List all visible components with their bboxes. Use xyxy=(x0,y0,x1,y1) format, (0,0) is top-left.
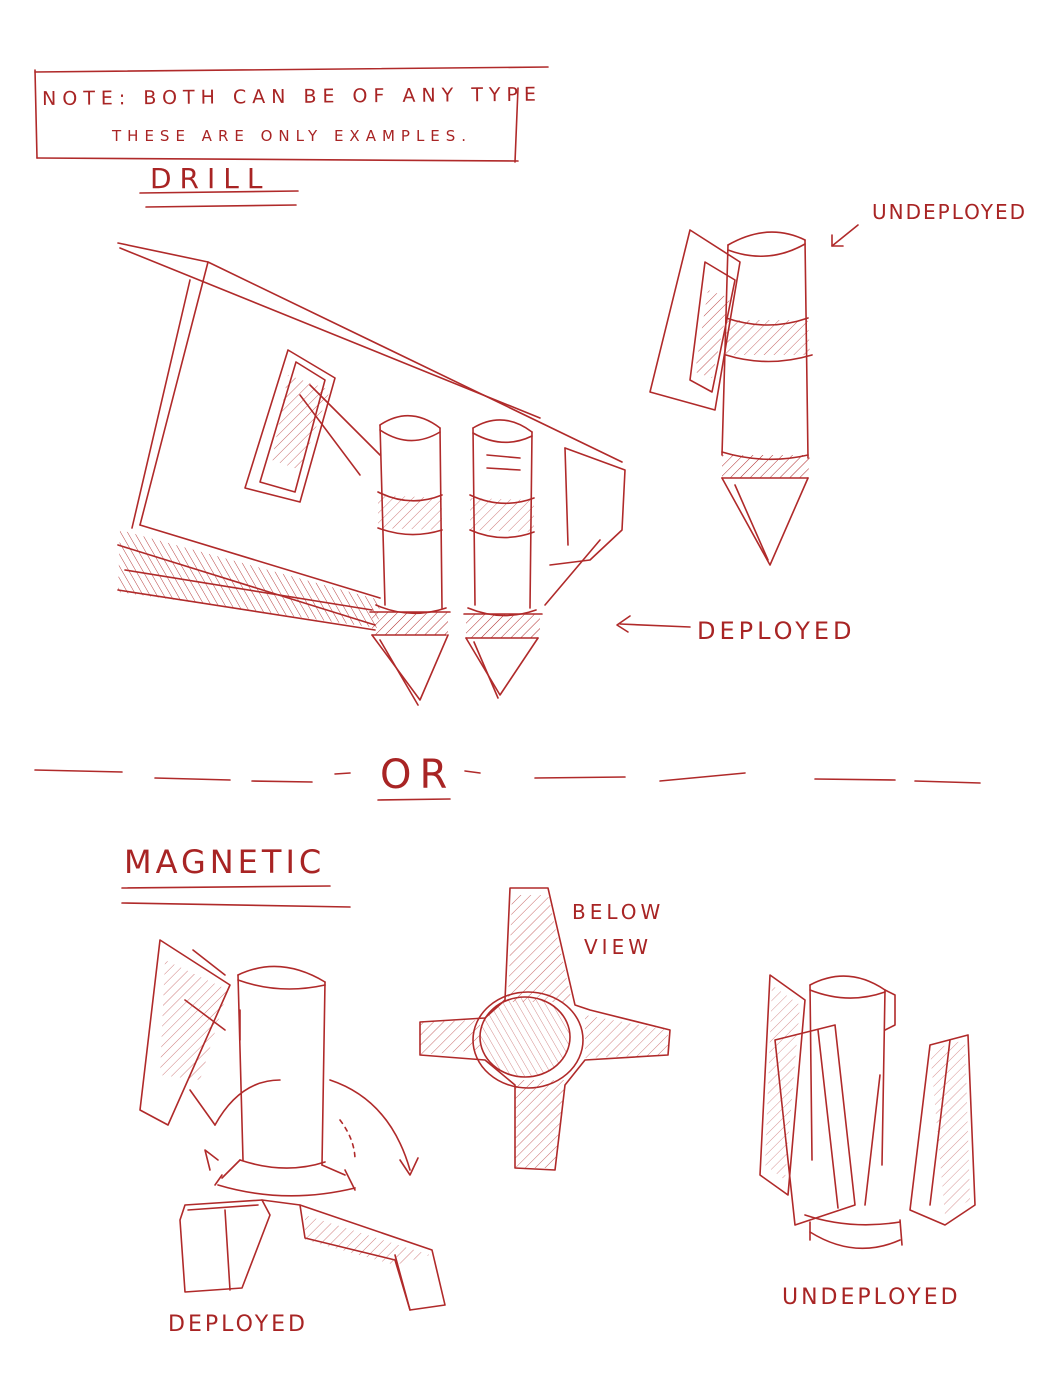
magnetic-undeployed-label: Undeployed xyxy=(782,1285,961,1310)
drill-undeployed-label: Undeployed xyxy=(872,200,1027,224)
magnetic-title: Magnetic xyxy=(124,843,325,881)
magnetic-deployed-label: Deployed xyxy=(168,1312,308,1337)
note-box xyxy=(35,67,548,162)
below-view-label-line-2: view xyxy=(584,935,652,959)
drill-deployed-sketch xyxy=(118,243,625,705)
drill-deployed-label: Deployed xyxy=(697,617,856,645)
below-view-label-line-1: Below xyxy=(572,900,664,924)
drill-undeployed-arrow-icon xyxy=(832,225,858,246)
drill-deployed-arrow-icon xyxy=(617,616,690,632)
magnetic-title-underline xyxy=(122,886,350,907)
magnetic-deployed-sketch xyxy=(140,940,445,1310)
note-line-2: These are only examples. xyxy=(112,127,472,145)
magnetic-below-view-sketch xyxy=(420,888,670,1170)
note-line-1: Note: Both can be of any type xyxy=(42,84,542,110)
or-label: OR xyxy=(380,752,455,798)
drill-undeployed-sketch xyxy=(650,230,812,565)
magnetic-undeployed-sketch xyxy=(760,975,975,1248)
or-separator xyxy=(35,770,980,800)
drill-title: Drill xyxy=(150,162,270,195)
